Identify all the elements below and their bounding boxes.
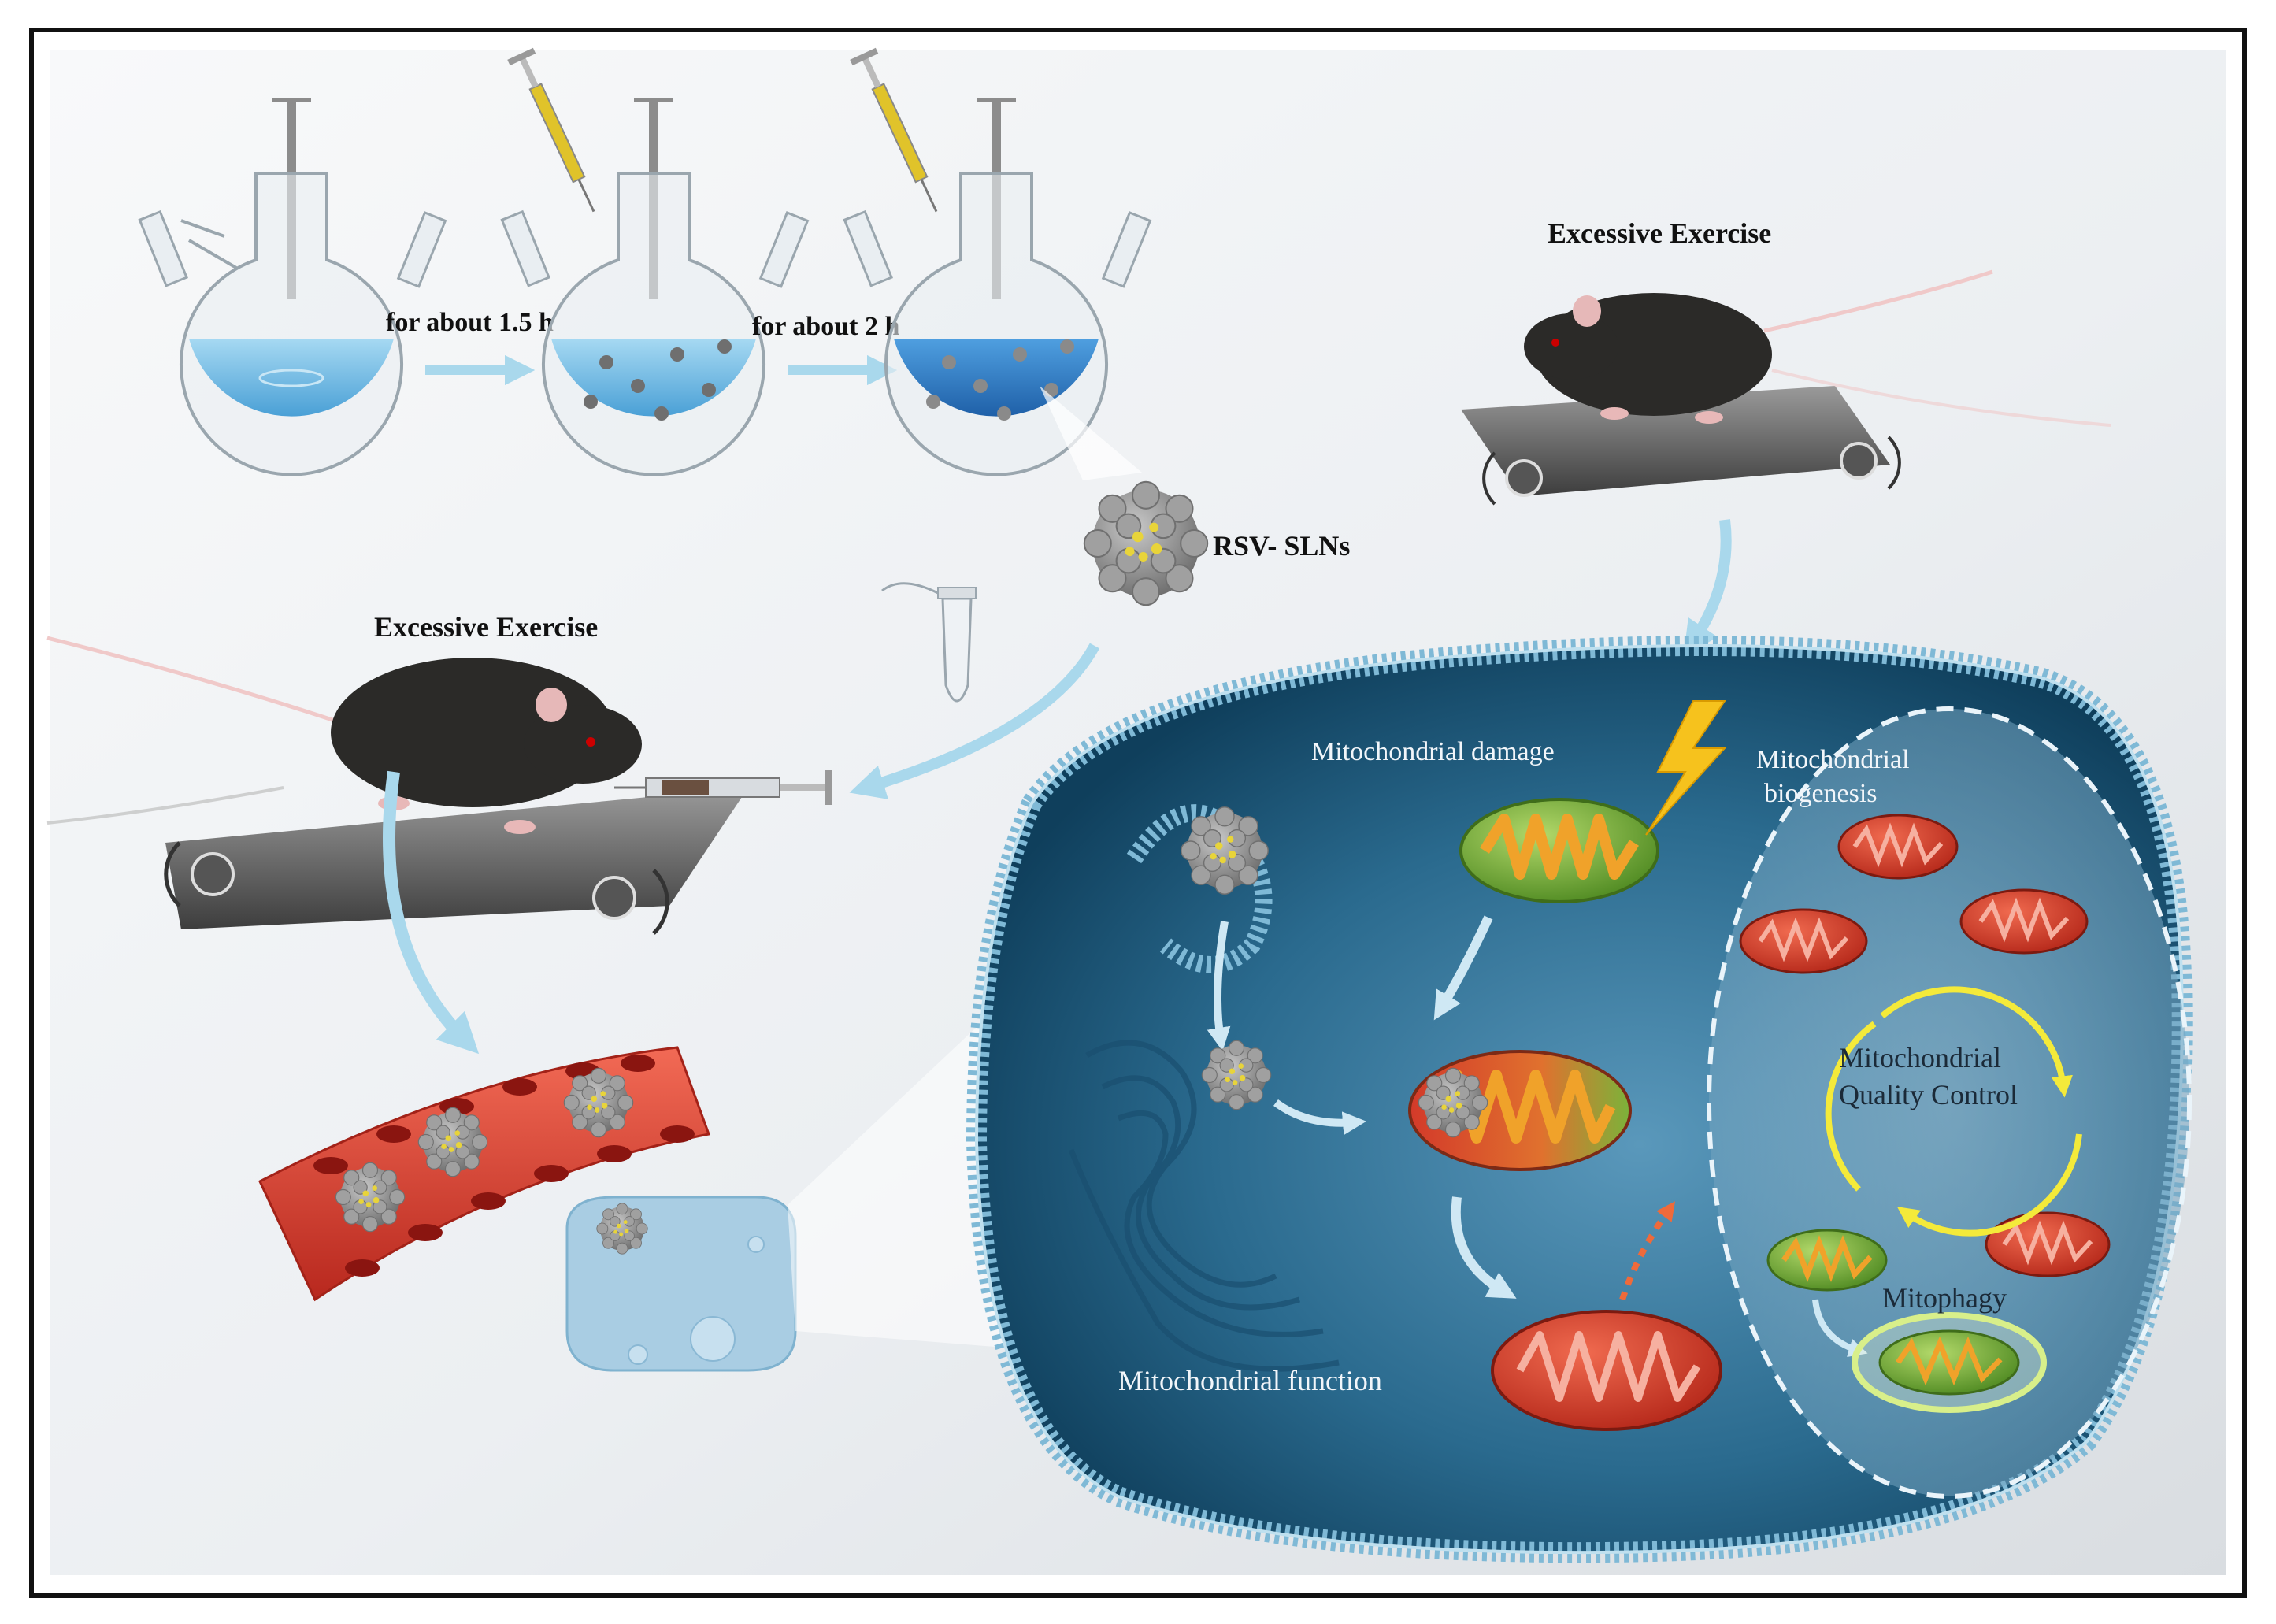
nanoparticle-icon (1083, 480, 1209, 606)
orange-arrow (1619, 1201, 1676, 1301)
autophagosome (1852, 1312, 2047, 1413)
flask-1 (138, 98, 447, 476)
function-arrow (1451, 1196, 1517, 1299)
right-exercise-group: Excessive Exercise (1461, 217, 2111, 506)
zoom-cone (1040, 386, 1142, 480)
syringe-icon (850, 47, 938, 213)
treadmill-icon (164, 788, 748, 935)
mouse-tail (46, 636, 347, 727)
qc-label-2: Quality Control (1839, 1079, 2018, 1110)
lightning-icon (1645, 700, 1727, 836)
np-to-mito-arrow (1273, 1099, 1366, 1136)
exercise-label-left: Excessive Exercise (374, 611, 598, 643)
endoplasmic-reticulum (1068, 1040, 1340, 1372)
mito-damage-label: Mitochondrial damage (1311, 737, 1555, 766)
damage-arrow (1433, 915, 1493, 1021)
step2-arrow: for about 2 h (752, 312, 899, 386)
step2-label: for about 2 h (752, 312, 899, 341)
uptake-arrow (1207, 921, 1231, 1051)
mitochondrion-icon (1985, 1211, 2111, 1277)
mitochondrion-icon (1739, 908, 1868, 974)
quality-control-cycle: Mitochondrial Quality Control (1825, 986, 2082, 1237)
syringe-icon (507, 47, 595, 213)
flask-2 (500, 98, 810, 476)
mitochondrion-icon (1766, 1229, 1888, 1292)
mitochondrion-icon (1459, 798, 1659, 903)
mito-biogenesis-label-2: biogenesis (1764, 779, 1878, 808)
mitophagy-label: Mitophagy (1882, 1282, 2007, 1314)
mouse-icon (331, 658, 642, 834)
cell-icon: Mitochondrial damage Mitochondrial funct… (966, 636, 2193, 1563)
tissue-block (565, 1196, 797, 1372)
step1-label: for about 1.5 h (386, 308, 554, 337)
mitochondrion-icon (1837, 814, 1959, 880)
treadmill-icon (1461, 386, 1901, 506)
mouse-to-vessel-arrow (383, 770, 480, 1055)
blood-vessel-icon (258, 1046, 711, 1302)
mitochondrion-icon (1408, 1050, 1632, 1171)
step1-arrow: for about 1.5 h (386, 308, 554, 386)
tube-icon (881, 582, 977, 703)
injection-arrow (849, 643, 1100, 799)
exercise-label-right: Excessive Exercise (1548, 217, 1771, 249)
syringe-icon (614, 770, 832, 805)
mito-biogenesis-label-1: Mitochondrial (1756, 745, 1910, 774)
mito-function-label: Mitochondrial function (1118, 1365, 1382, 1396)
nanoparticle-label: RSV- SLNs (1213, 530, 1350, 562)
mitophagy-arrow (1812, 1299, 1868, 1358)
mouse-icon (1524, 269, 2111, 427)
mouse-to-cell-arrow (1683, 519, 1732, 657)
qc-label-1: Mitochondrial (1839, 1042, 2001, 1073)
mitochondrion-icon (1959, 888, 2089, 955)
mitochondrion-icon (1491, 1310, 1722, 1431)
left-exercise-group: Excessive Exercise (46, 611, 832, 935)
